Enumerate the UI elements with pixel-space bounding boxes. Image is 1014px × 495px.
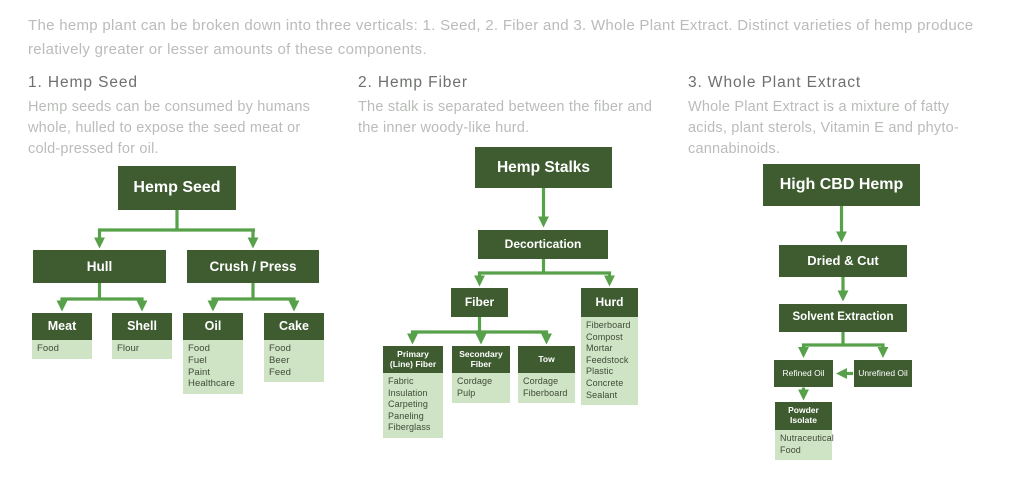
refined-oil-box: Refined Oil <box>774 360 833 387</box>
list-item: Fiberglass <box>388 422 431 433</box>
oil-node: Oil Food Fuel Paint Healthcare <box>183 313 243 395</box>
hurd-list: Fiberboard Compost Mortar Feedstock Plas… <box>581 317 638 406</box>
list-item: Fiberboard <box>586 320 631 330</box>
shell-box: Shell <box>112 313 172 340</box>
list-item: Food <box>188 343 211 354</box>
tow-box: Tow <box>518 346 575 373</box>
list-item: Sealant <box>586 389 618 400</box>
oil-list: Food Fuel Paint Healthcare <box>183 340 243 395</box>
section-body-seed: Hemp seeds can be consumed by humans who… <box>28 99 311 157</box>
section-fiber: 2. Hemp Fiber The stalk is separated bet… <box>358 74 658 139</box>
cake-list: Food Beer Feed <box>264 340 324 383</box>
list-item: Mortar <box>586 343 613 354</box>
section-extract: 3. Whole Plant Extract Whole Plant Extra… <box>688 74 992 160</box>
powder-isolate-node: Powder Isolate Nutraceutical Food <box>775 402 834 461</box>
list-item: Beer <box>269 354 290 366</box>
list-item: Food <box>780 444 801 455</box>
list-item: Fuel <box>188 354 207 366</box>
hurd-box: Hurd <box>581 288 638 317</box>
seed-root-box: Hemp Seed <box>118 166 236 210</box>
list-item: Insulation <box>388 387 428 398</box>
list-item: Plastic <box>586 366 614 377</box>
list-item: Food <box>37 343 60 354</box>
cbd-root-box: High CBD Hemp <box>763 164 920 206</box>
list-item: Healthcare <box>188 378 235 390</box>
meat-list: Food <box>32 340 92 359</box>
list-item: Nutraceutical <box>780 433 834 443</box>
list-item: Food <box>269 343 292 354</box>
secondary-fiber-list: Cordage Pulp <box>452 373 510 404</box>
section-heading-extract: 3. Whole Plant Extract <box>688 74 862 91</box>
list-item: Paint <box>188 366 211 378</box>
tow-node: Tow Cordage Fiberboard <box>518 346 575 404</box>
meat-box: Meat <box>32 313 92 340</box>
list-item: Feedstock <box>586 354 629 365</box>
list-item: Concrete <box>586 377 624 388</box>
intro-paragraph: The hemp plant can be broken down into t… <box>28 17 974 58</box>
list-item: Cordage <box>523 376 559 386</box>
section-heading-fiber: 2. Hemp Fiber <box>358 74 468 91</box>
hull-box: Hull <box>33 250 166 283</box>
section-body-extract: Whole Plant Extract is a mixture of fatt… <box>688 99 959 157</box>
section-body-fiber: The stalk is separated between the fiber… <box>358 99 653 136</box>
secondary-fiber-box: Secondary Fiber <box>452 346 510 373</box>
meat-node: Meat Food <box>32 313 92 359</box>
list-item: Feed <box>269 366 292 378</box>
decortication-box: Decortication <box>478 230 608 259</box>
list-item: Fabric <box>388 376 414 386</box>
section-heading-seed: 1. Hemp Seed <box>28 74 138 91</box>
solvent-extraction-box: Solvent Extraction <box>779 304 907 332</box>
list-item: Compost <box>586 331 623 342</box>
shell-node: Shell Flour <box>112 313 172 359</box>
list-item: Carpeting <box>388 399 428 410</box>
unrefined-oil-box: Unrefined Oil <box>854 360 912 387</box>
stalks-root-box: Hemp Stalks <box>475 147 612 188</box>
dried-cut-box: Dried & Cut <box>779 245 907 277</box>
crush-press-box: Crush / Press <box>187 250 319 283</box>
list-item: Fiberboard <box>523 387 568 398</box>
list-item: Paneling <box>388 410 424 421</box>
tow-list: Cordage Fiberboard <box>518 373 575 404</box>
oil-box: Oil <box>183 313 243 340</box>
cake-box: Cake <box>264 313 324 340</box>
primary-fiber-box: Primary (Line) Fiber <box>383 346 443 373</box>
list-item: Flour <box>117 343 140 354</box>
list-item: Pulp <box>457 387 476 398</box>
shell-list: Flour <box>112 340 172 359</box>
list-item: Cordage <box>457 376 493 386</box>
cake-node: Cake Food Beer Feed <box>264 313 324 383</box>
section-seed: 1. Hemp Seed Hemp seeds can be consumed … <box>28 74 324 160</box>
powder-isolate-list: Nutraceutical Food <box>775 430 834 461</box>
primary-fiber-node: Primary (Line) Fiber Fabric Insulation C… <box>383 346 443 438</box>
hurd-node: Hurd Fiberboard Compost Mortar Feedstock… <box>581 288 638 406</box>
secondary-fiber-node: Secondary Fiber Cordage Pulp <box>452 346 510 404</box>
powder-isolate-box: Powder Isolate <box>775 402 832 430</box>
primary-fiber-list: Fabric Insulation Carpeting Paneling Fib… <box>383 373 443 438</box>
fiber-box: Fiber <box>451 288 508 317</box>
